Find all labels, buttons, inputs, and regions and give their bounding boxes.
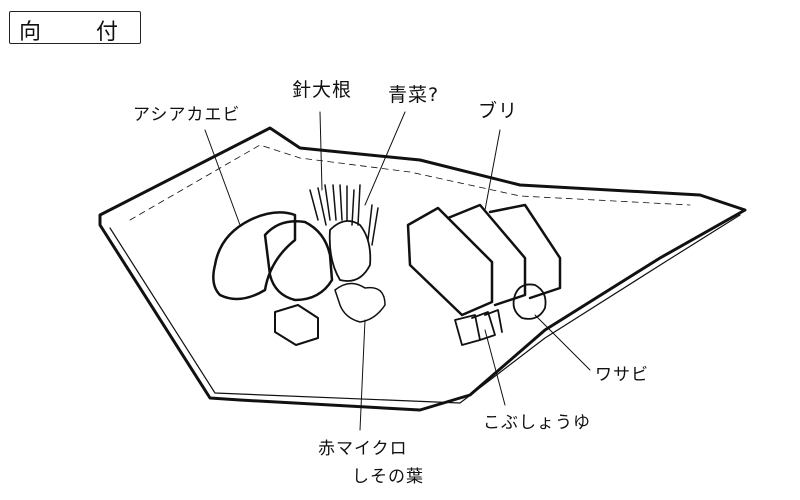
label-shiso-line2: しその葉 [352,467,424,487]
label-shrimp: アシアカエビ [133,105,241,125]
title-box: 向 付 [9,11,141,45]
shrimp-1 [212,211,297,301]
label-soy: こぶしょうゆ [483,413,591,433]
title-char-2: 付 [96,20,119,45]
shrimp-2 [263,220,334,302]
greens [328,220,372,282]
label-wasabi: ワサビ [595,365,649,385]
label-shiso-line1: 赤マイクロ [318,439,408,459]
plate [98,126,747,412]
yellowtail-slices [406,203,562,317]
leader-lines [204,111,591,431]
wasabi [512,283,547,320]
soy-block-left [274,304,319,346]
label-daikon: 針大根 [292,79,353,101]
label-greens: 青菜? [388,84,440,106]
label-yellowtail: ブリ [478,100,519,122]
title-char-1: 向 [19,20,42,45]
daikon-sticks [309,184,379,246]
shiso [334,282,386,323]
